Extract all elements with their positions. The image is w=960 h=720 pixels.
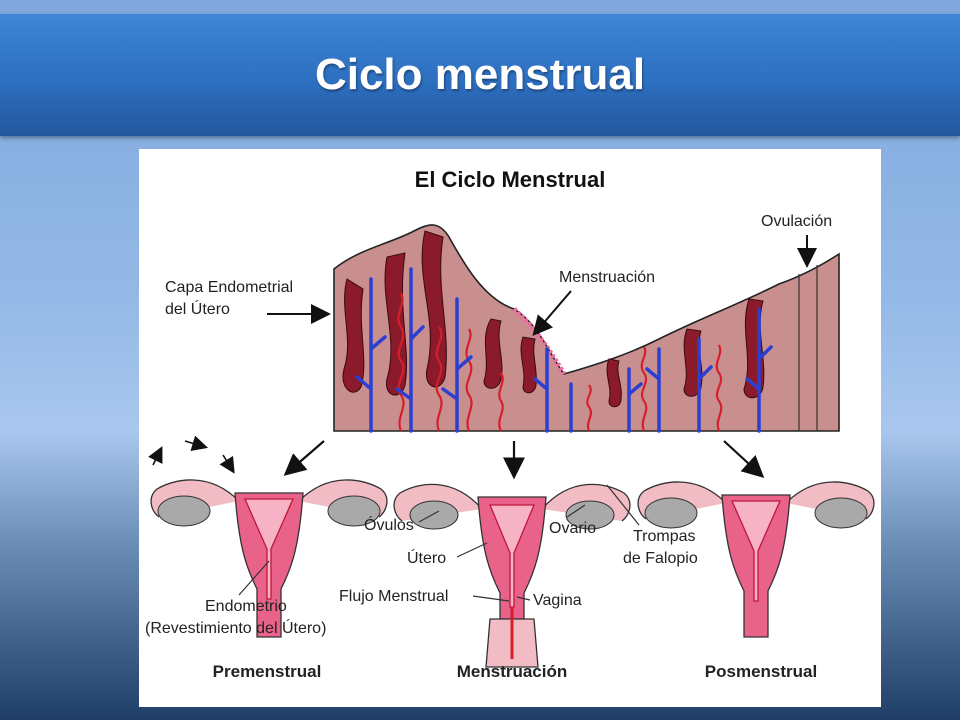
glands xyxy=(342,230,765,408)
menstrual-cycle-figure: El Ciclo Menstrual xyxy=(139,149,881,707)
arrow-small-2 xyxy=(184,435,209,451)
leader-ovulos xyxy=(418,510,440,523)
arrow-menstruacion xyxy=(532,290,572,337)
label-trompas-2: de Falopio xyxy=(623,550,698,567)
leader-trompas xyxy=(606,484,640,526)
phase-label-menstruacion: Menstruación xyxy=(457,662,568,681)
figure-heading: El Ciclo Menstrual xyxy=(415,167,606,192)
label-ovulacion: Ovulación xyxy=(761,213,832,230)
label-utero: Útero xyxy=(407,548,446,567)
leader-vagina xyxy=(516,596,531,601)
label-ovario: Ovario xyxy=(549,520,596,537)
arrow-to-posmenstrual xyxy=(723,440,765,478)
phase-label-premenstrual: Premenstrual xyxy=(213,662,322,681)
label-capa-endometrial-1: Capa Endometrial xyxy=(165,279,293,296)
slide-title: Ciclo menstrual xyxy=(314,50,646,99)
label-flujo: Flujo Menstrual xyxy=(339,588,448,605)
diagram-canvas: El Ciclo Menstrual xyxy=(145,167,875,681)
leader-ovario xyxy=(566,504,586,518)
phase-label-posmenstrual: Posmenstrual xyxy=(705,662,817,681)
label-capa-endometrial-2: del Útero xyxy=(165,299,230,318)
leader-flujo xyxy=(472,595,510,602)
slide-title-bar: Ciclo menstrual xyxy=(0,14,960,136)
shedding-edge xyxy=(512,307,567,376)
veins xyxy=(355,267,773,433)
uterus-premenstrual xyxy=(150,479,388,638)
arrow-small-1 xyxy=(148,446,163,466)
arrow-small-3 xyxy=(219,454,235,474)
label-vagina: Vagina xyxy=(533,592,582,609)
label-ovulos: Óvulos xyxy=(364,515,414,534)
label-endometrio-2: (Revestimiento del Útero) xyxy=(145,618,326,637)
label-endometrio-1: Endometrio xyxy=(205,598,287,615)
label-menstruacion-top: Menstruación xyxy=(559,269,655,286)
arteries xyxy=(397,292,723,432)
arrow-to-premenstrual xyxy=(283,440,325,476)
uterus-posmenstrual xyxy=(637,481,875,638)
endometrium-cross-section xyxy=(333,224,840,433)
leader-utero xyxy=(456,542,488,558)
leader-endometrio xyxy=(238,560,270,596)
uterus-menstruacion xyxy=(393,483,631,668)
label-trompas-1: Trompas xyxy=(633,528,696,545)
